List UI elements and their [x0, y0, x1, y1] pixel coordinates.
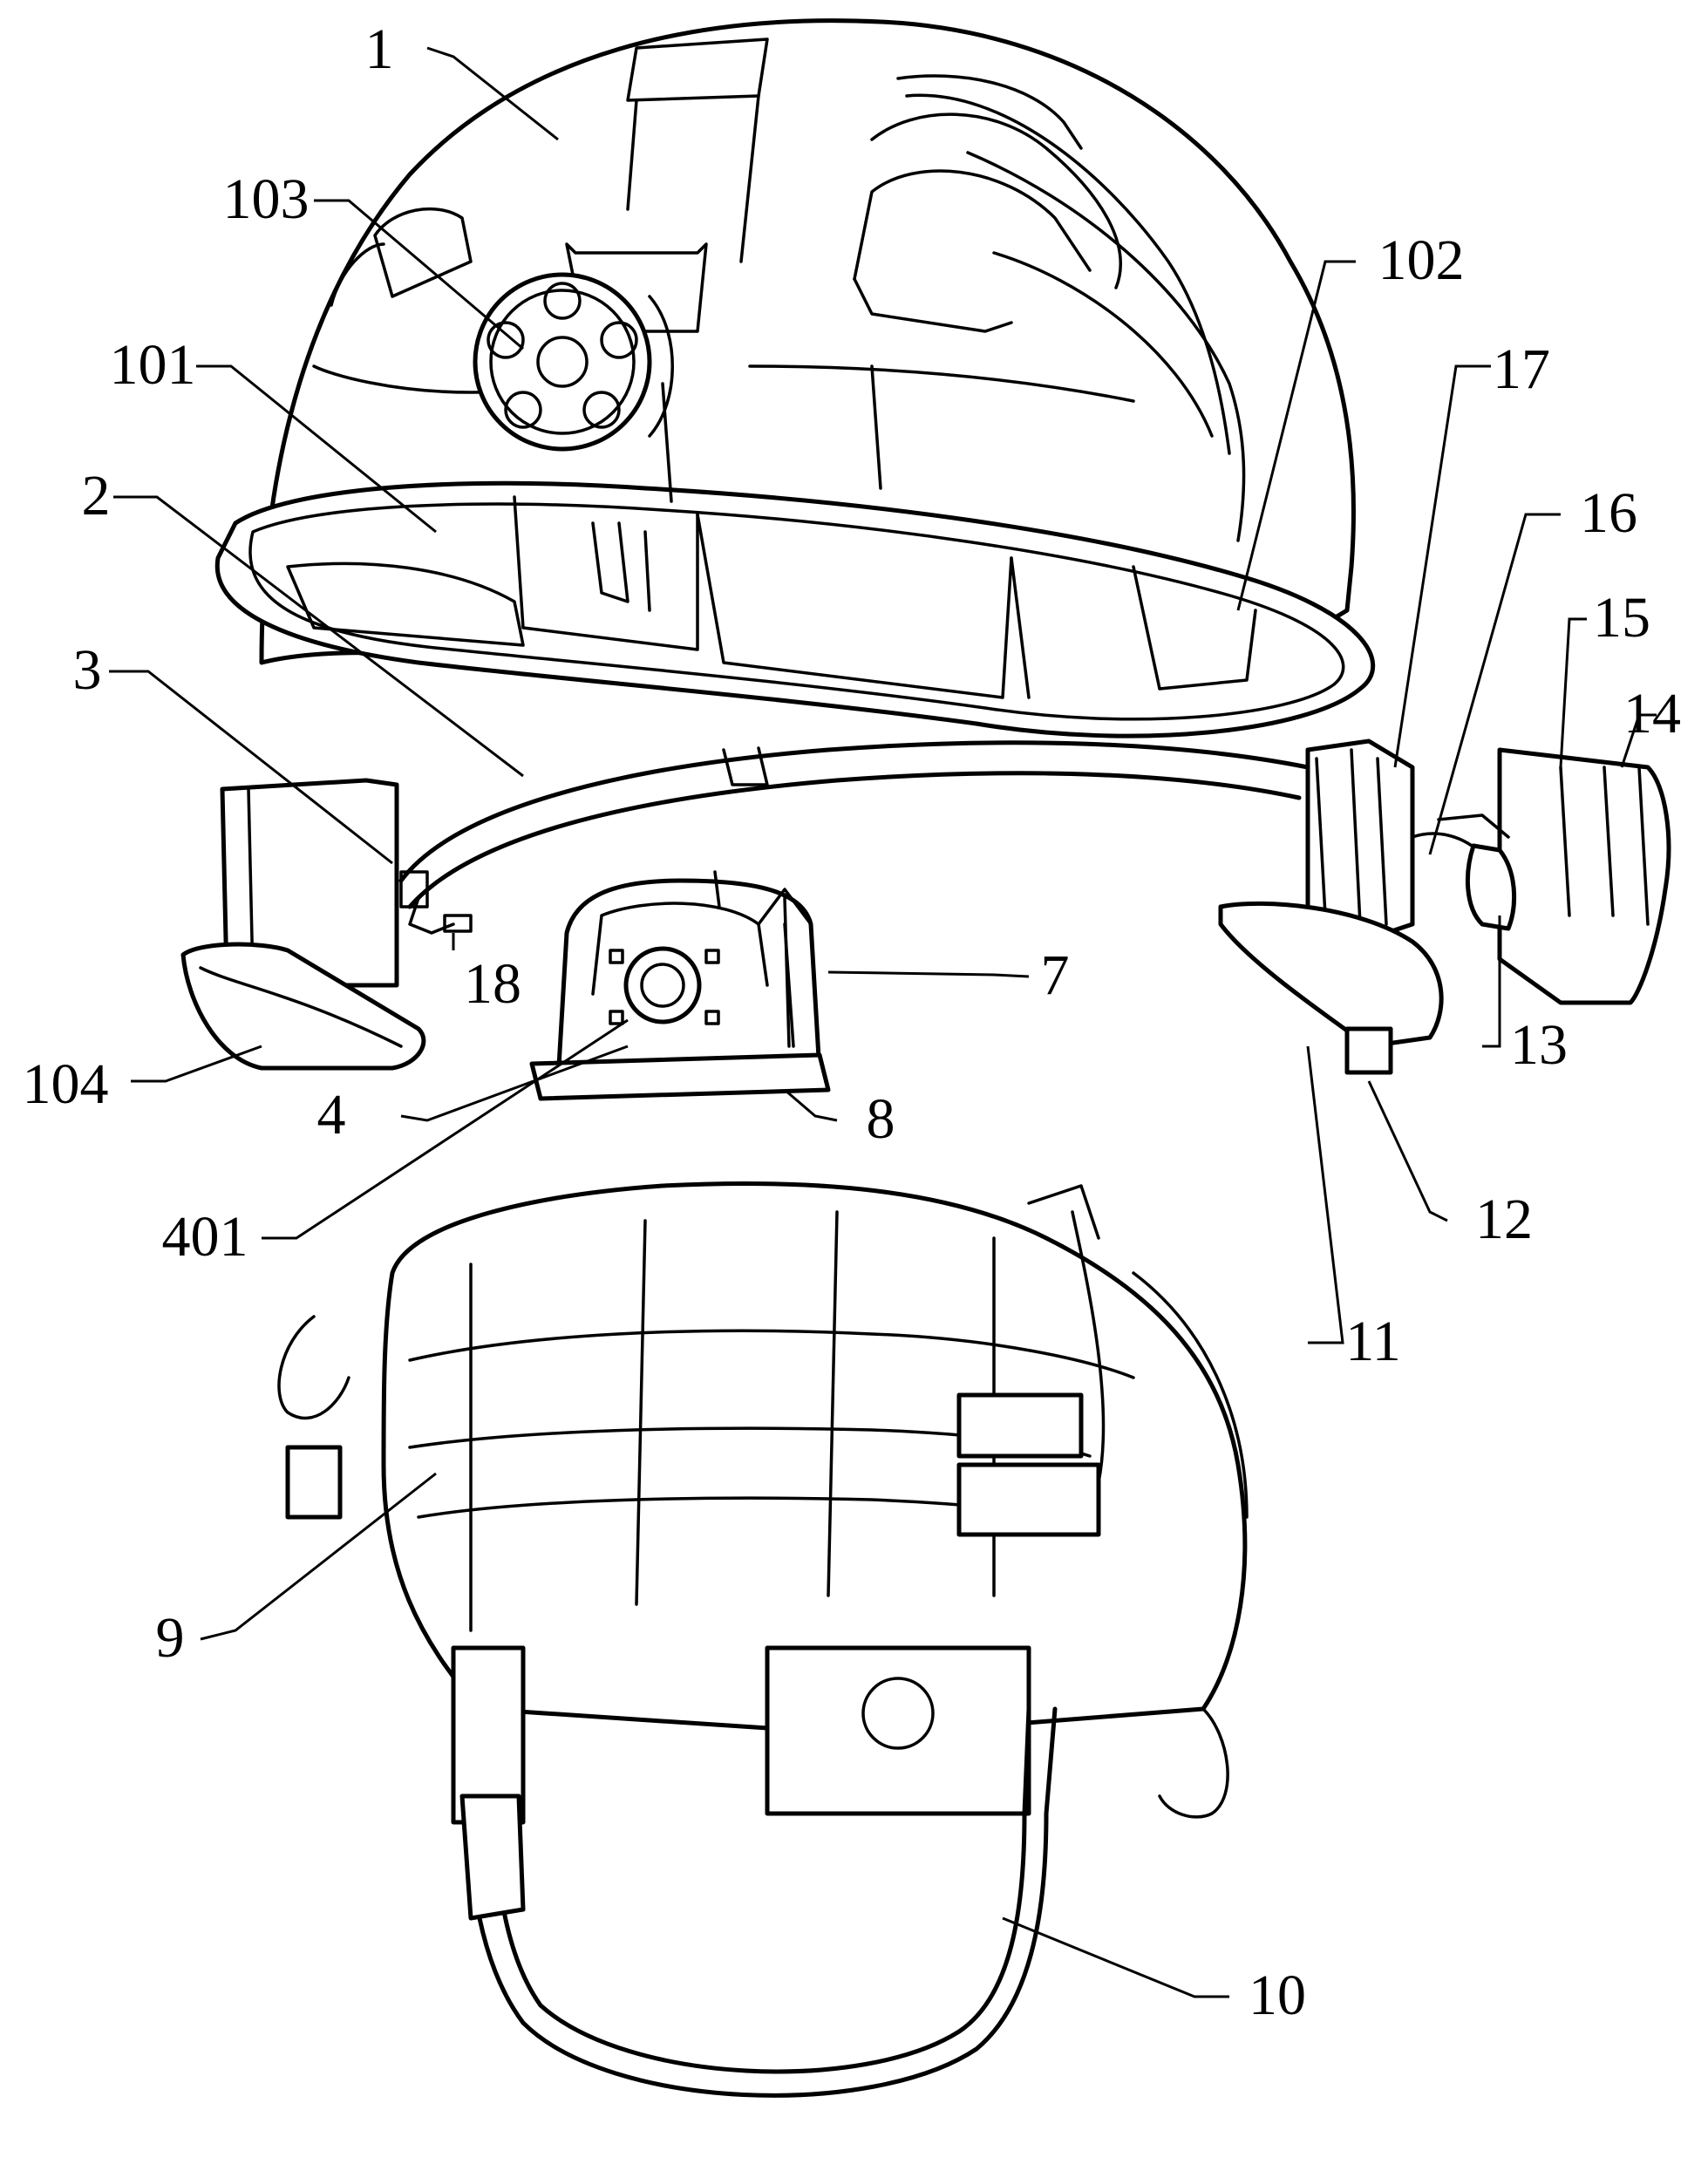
label-16: 16: [1580, 481, 1637, 545]
head-cradle: [279, 1184, 1247, 1817]
label-14: 14: [1623, 682, 1681, 745]
connector-18: [410, 898, 471, 933]
label-101: 101: [110, 333, 196, 397]
side-module: [1221, 741, 1669, 1072]
label-12: 12: [1475, 1188, 1533, 1251]
headband-ring: [401, 743, 1308, 907]
helmet-shell: [217, 21, 1372, 736]
label-4: 4: [317, 1083, 346, 1147]
label-102: 102: [1378, 228, 1465, 292]
label-9: 9: [156, 1606, 185, 1670]
label-10: 10: [1249, 1964, 1306, 2027]
label-401: 401: [162, 1205, 248, 1269]
label-2: 2: [82, 464, 111, 527]
label-7: 7: [1041, 943, 1070, 1007]
label-8: 8: [867, 1087, 895, 1151]
label-103: 103: [223, 167, 310, 231]
label-15: 15: [1593, 586, 1650, 650]
label-13: 13: [1510, 1013, 1568, 1077]
label-18: 18: [464, 952, 521, 1016]
label-1: 1: [365, 17, 394, 81]
label-11: 11: [1345, 1310, 1401, 1373]
label-104: 104: [23, 1052, 109, 1116]
label-17: 17: [1493, 337, 1550, 401]
label-3: 3: [73, 638, 102, 702]
